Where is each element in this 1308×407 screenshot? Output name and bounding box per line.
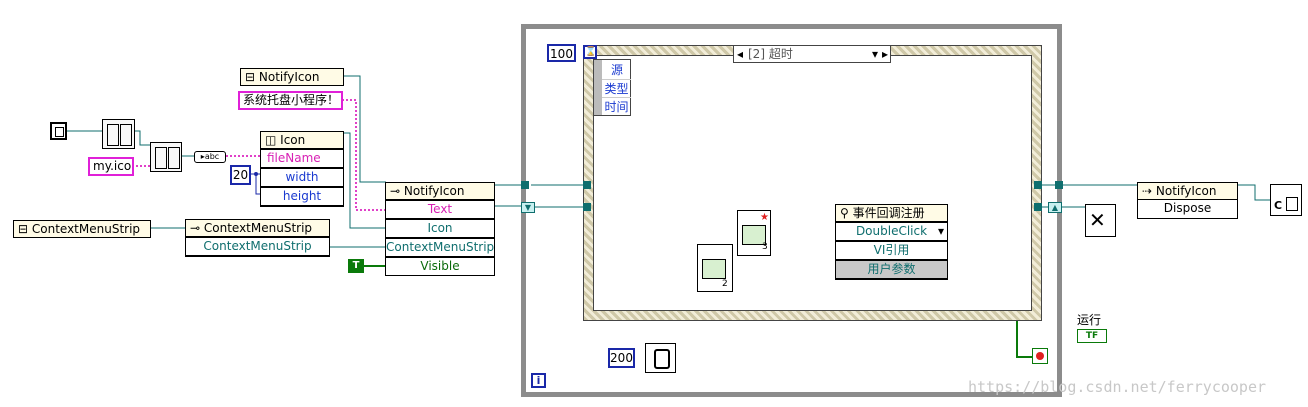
path-to-string-icon: ▸abc	[194, 151, 226, 163]
wire-path-2	[134, 130, 150, 146]
case-dropdown-arrow[interactable]: ▾	[871, 47, 878, 61]
vi-reference-3-icon: ★ 3	[737, 210, 771, 256]
event-user-param[interactable]: 用户参数	[835, 260, 948, 279]
icon-constructor-title: ◫ Icon	[260, 131, 344, 149]
icon-height-input[interactable]: height	[260, 187, 344, 206]
class-icon: ⊟	[18, 222, 32, 236]
property-text[interactable]: Text	[385, 200, 495, 219]
event-dropdown-icon[interactable]: ▾	[937, 224, 944, 238]
event-data-type: 类型	[602, 79, 631, 97]
dispose-method[interactable]: Dispose	[1137, 200, 1238, 219]
timeout-terminal-icon: ⌛	[583, 45, 597, 59]
event-structure[interactable]	[583, 45, 1042, 321]
contextmenu-constructor-node[interactable]: ⊸ ContextMenuStrip ContextMenuStrip	[185, 219, 330, 257]
vi-reference-2-icon: 2	[697, 244, 733, 292]
run-boolean-terminal[interactable]: TF	[1077, 329, 1107, 343]
contextmenu-constructor-title: ⊸ ContextMenuStrip	[185, 219, 330, 237]
wire-icon-ref	[343, 132, 386, 229]
constructor-icon: ◫	[265, 133, 281, 147]
wait-ms-constant[interactable]: 200	[608, 348, 635, 368]
loop-tunnel-1	[521, 181, 529, 189]
event-doubleclick-selector[interactable]: DoubleClick ▾	[835, 222, 948, 241]
property-icon: ⊸	[390, 184, 404, 198]
strip-path-icon	[150, 142, 182, 172]
run-label: 运行	[1077, 313, 1102, 327]
timeout-constant[interactable]: 100	[547, 44, 576, 62]
notifyicon-property-node[interactable]: ⊸ NotifyIcon Text Icon ContextMenuStrip …	[385, 182, 495, 276]
wire-dispose-out	[1238, 184, 1270, 201]
loop-tunnel-right	[1055, 181, 1063, 189]
notifyicon-class-constant[interactable]: ⊟ NotifyIcon	[240, 68, 344, 86]
size-numeric-constant[interactable]: 20	[230, 165, 251, 185]
case-selector[interactable]: ◂ [2] 超时 ▾ ▸	[733, 45, 891, 63]
close-reference-icon: C	[1270, 184, 1302, 216]
watermark: https://blog.csdn.net/ferrycooper	[968, 378, 1267, 396]
event-vi-ref[interactable]: VI引用	[835, 241, 948, 260]
clear-error-icon: ✕	[1085, 204, 1116, 237]
contextmenu-class-constant[interactable]: ⊟ ContextMenuStrip	[13, 220, 151, 238]
event-data-node: 源 类型 时间	[593, 59, 631, 116]
icon-width-input[interactable]: width	[260, 168, 344, 187]
file-string-constant[interactable]: my.ico	[88, 157, 134, 176]
prev-case-arrow[interactable]: ◂	[737, 47, 744, 61]
wire-text	[342, 99, 386, 211]
next-case-arrow[interactable]: ▸	[881, 47, 888, 61]
event-callback-register-node[interactable]: ⚲ 事件回调注册 DoubleClick ▾ VI引用 用户参数	[835, 204, 948, 280]
iteration-terminal: i	[531, 373, 546, 388]
tunnel-in-1	[583, 181, 591, 189]
shift-register-right: ▲	[1048, 202, 1062, 213]
tray-text-constant[interactable]: 系统托盘小程序！	[238, 91, 343, 110]
stop-condition-terminal[interactable]	[1032, 348, 1048, 364]
property-visible[interactable]: Visible	[385, 257, 495, 276]
shift-register-left: ▼	[521, 202, 535, 213]
property-icon-field[interactable]: Icon	[385, 219, 495, 238]
icon-filename-input[interactable]: fileName	[260, 149, 344, 168]
class-icon: ⊟	[245, 70, 259, 84]
register-icon: ⚲	[840, 206, 853, 220]
dispose-title: ⇢ NotifyIcon	[1137, 182, 1238, 200]
tunnel-in-2	[583, 203, 591, 211]
dispose-invoke-node[interactable]: ⇢ NotifyIcon Dispose	[1137, 182, 1238, 219]
icon-constructor-node[interactable]: ◫ Icon fileName width height	[260, 131, 344, 207]
contextmenu-output[interactable]: ContextMenuStrip	[185, 237, 330, 256]
true-constant[interactable]: T	[348, 259, 364, 273]
property-contextmenustrip[interactable]: ContextMenuStrip	[385, 238, 495, 257]
tunnel-out-2	[1034, 203, 1042, 211]
wire-stop	[1016, 318, 1032, 358]
wire-notifyicon-ref	[343, 75, 386, 183]
event-data-time: 时间	[602, 97, 631, 115]
path-constant-icon	[50, 122, 67, 140]
tunnel-out-1	[1034, 181, 1042, 189]
constructor-icon: ⊸	[190, 221, 204, 235]
wait-icon	[645, 343, 676, 373]
event-data-source: 源	[610, 63, 623, 77]
invoke-icon: ⇢	[1142, 184, 1156, 198]
notifyicon-property-title: ⊸ NotifyIcon	[385, 182, 495, 200]
build-path-icon	[102, 119, 135, 149]
event-register-title: ⚲ 事件回调注册	[835, 204, 948, 222]
